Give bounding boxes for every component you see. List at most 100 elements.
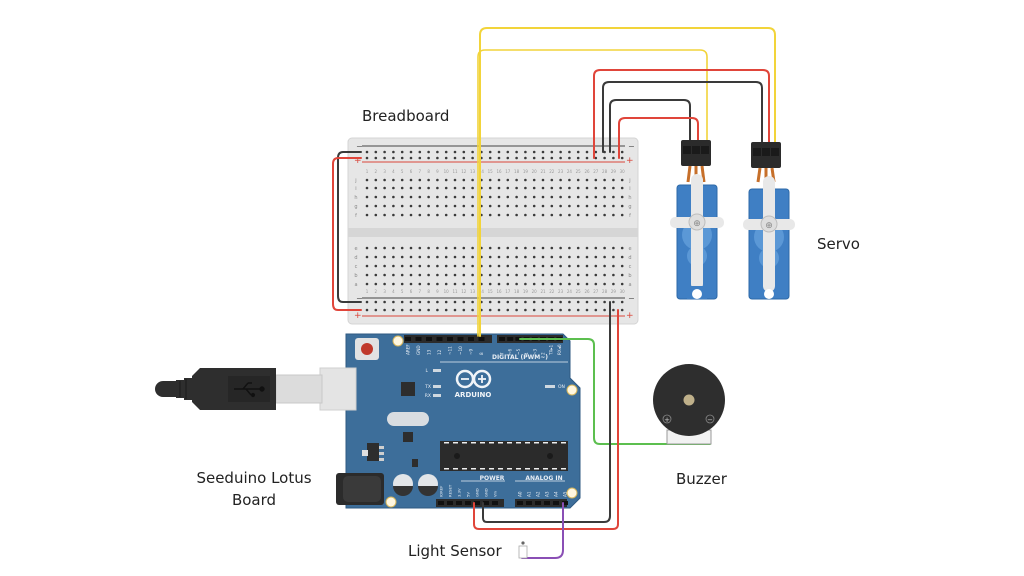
rail-hole (365, 150, 369, 154)
pin-socket (526, 501, 532, 505)
rail-hole (383, 300, 386, 304)
breadboard-hole (488, 195, 492, 199)
rail-hole (576, 156, 580, 160)
power-pin-label: GND (475, 488, 480, 497)
breadboard-hole (427, 282, 430, 286)
column-number-top: 27 (593, 169, 599, 174)
breadboard-hole (524, 195, 527, 199)
rail-hole (427, 308, 430, 312)
column-number-top: 20 (532, 169, 538, 174)
wire-purple-a5[interactable] (521, 502, 564, 559)
breadboard-hole (392, 186, 395, 190)
servo-motor-2[interactable]: ⊕ (743, 142, 795, 300)
wire-black-gnd[interactable] (482, 301, 611, 523)
wire-red-servo2[interactable] (593, 69, 770, 159)
breadboard-hole (471, 273, 474, 277)
breadboard-hole (374, 282, 378, 286)
analog-pin-label: A3 (545, 491, 550, 497)
breadboard-hole (506, 178, 510, 182)
rail-hole (550, 150, 554, 154)
rail-hole (427, 300, 430, 304)
servo-motor-1[interactable]: ⊕ (670, 140, 724, 300)
pin-socket (544, 501, 550, 505)
column-number-top: 28 (602, 169, 608, 174)
rail-plus-bottom-left: + (354, 311, 362, 321)
breadboard-hole (568, 204, 571, 208)
wire-red-left-rail[interactable] (332, 157, 362, 311)
breadboard-hole (515, 264, 518, 268)
rail-hole (585, 156, 589, 160)
light-sensor[interactable] (518, 541, 528, 559)
breadboard-hole (497, 204, 501, 208)
row-letter-right: h (628, 195, 631, 201)
breadboard-hole (524, 178, 527, 182)
breadboard-hole (453, 195, 457, 199)
wire-yellow-servo1[interactable] (479, 27, 776, 337)
wire-red-servo1[interactable] (618, 117, 699, 159)
breadboard-hole (471, 255, 474, 259)
breadboard-hole (365, 178, 369, 182)
breadboard-hole (471, 282, 474, 286)
breadboard-hole (462, 273, 466, 277)
column-number-top: 11 (452, 169, 458, 174)
rail-hole (436, 300, 439, 304)
breadboard-hole (365, 282, 369, 286)
wire-black-servo2[interactable] (602, 81, 763, 153)
wire-black-left-rail[interactable] (337, 151, 362, 303)
breadboard-hole (427, 273, 430, 277)
led-label-l: L (425, 368, 428, 374)
breadboard-hole (462, 213, 466, 217)
led-tx (433, 385, 441, 388)
chip-pin (543, 468, 548, 470)
analog-pin-label: A4 (554, 491, 559, 497)
breadboard-hole (444, 204, 448, 208)
buzzer[interactable]: + − (653, 364, 725, 445)
board-label-line1: Seeduino Lotus (196, 469, 312, 487)
breadboard-hole (409, 186, 413, 190)
servo-horn-screw-icon: ⊕ (693, 219, 701, 229)
breadboard-hole (497, 273, 501, 277)
wire-black-servo1[interactable] (609, 99, 691, 153)
rail-hole (453, 308, 457, 312)
breadboard-hole (453, 273, 457, 277)
rail-hole (603, 308, 606, 312)
rail-hole (374, 156, 378, 160)
rail-hole (515, 150, 518, 154)
wire-green-buzzer[interactable] (519, 338, 711, 445)
led-label-on: ON (558, 384, 565, 390)
breadboard-hole (365, 264, 369, 268)
breadboard-hole (471, 213, 474, 217)
breadboard-hole (383, 213, 386, 217)
column-number-top: 9 (436, 169, 439, 174)
breadboard-hole (612, 204, 615, 208)
breadboard-hole (594, 282, 598, 286)
chip-pin (498, 442, 503, 444)
column-number-bottom: 7 (419, 289, 422, 294)
wire-red-5v[interactable] (473, 309, 619, 530)
rail-hole (524, 300, 527, 304)
top-rail-holes (365, 150, 624, 160)
rail-hole (453, 156, 457, 160)
column-number-top: 21 (540, 169, 546, 174)
breadboard-hole (436, 273, 439, 277)
breadboard-hole (409, 273, 413, 277)
rail-hole (524, 156, 527, 160)
breadboard-hole (383, 195, 386, 199)
breadboard-hole (436, 178, 439, 182)
wire-yellow-servo2[interactable] (477, 49, 708, 337)
breadboard-hole (576, 204, 580, 208)
pin-socket (405, 337, 411, 341)
breadboard-hole (515, 273, 518, 277)
usb-cable[interactable] (155, 368, 323, 410)
breadboard-hole (612, 213, 615, 217)
digital-pin-label: 12 (437, 349, 442, 355)
rail-hole (392, 156, 395, 160)
rail-hole (515, 300, 518, 304)
mounting-hole (392, 335, 404, 347)
breadboard-hole (392, 195, 395, 199)
column-number-top: 17 (505, 169, 511, 174)
breadboard-hole (427, 264, 430, 268)
